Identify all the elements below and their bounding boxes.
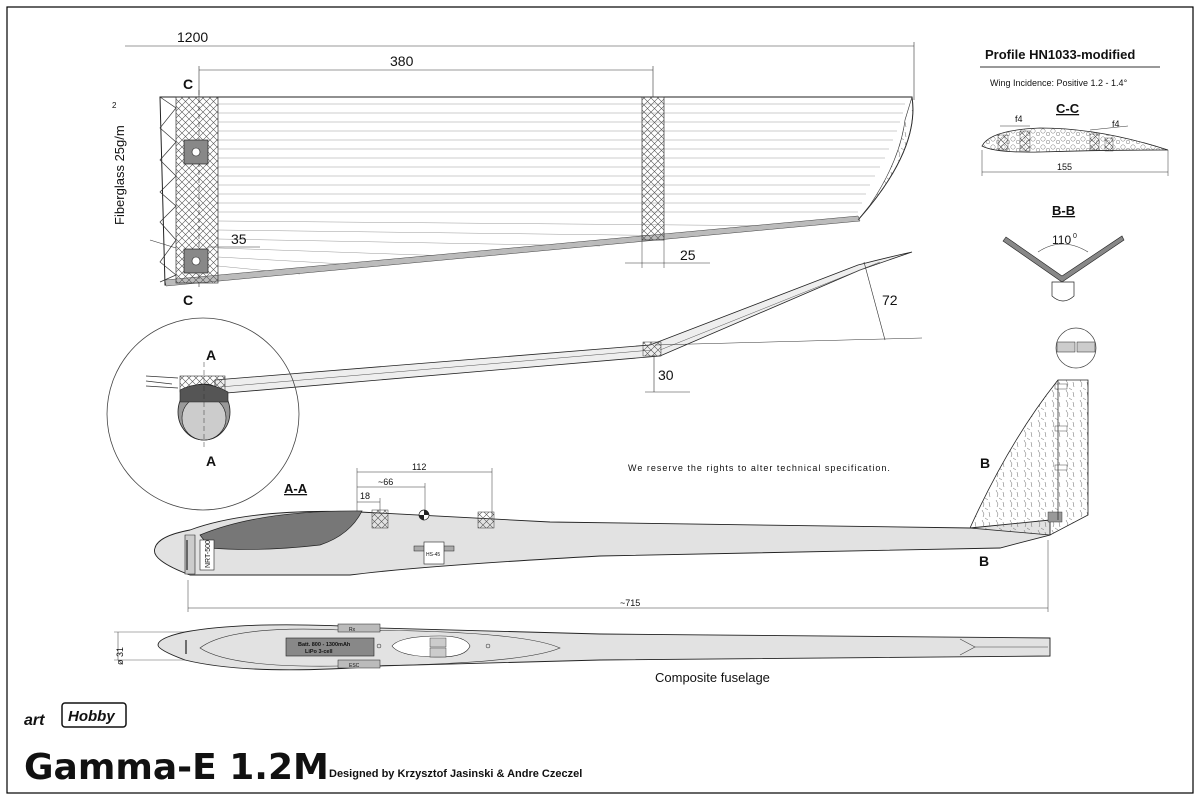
dim-25-label: 25 <box>680 247 696 263</box>
fuselage-caption: Composite fuselage <box>655 670 770 685</box>
v-tail-fin <box>969 379 1089 536</box>
dihedral-joint <box>642 341 662 357</box>
section-b-top: B <box>980 455 990 471</box>
esc <box>337 659 381 669</box>
hobby-logo <box>61 702 127 728</box>
v-angle-label: 110 <box>1052 233 1071 247</box>
brand-hobby: Hobby <box>68 708 115 725</box>
wing-ribs <box>217 103 905 275</box>
f4-left: f4 <box>1015 114 1023 124</box>
fiberglass-zigzag-detail <box>145 375 179 389</box>
dim-30-label: 30 <box>658 367 674 383</box>
profile-title: Profile HN1033-modified <box>985 47 1135 62</box>
diameter-label: ø 31 <box>115 647 125 665</box>
servo <box>423 541 445 565</box>
servo-label: HS-45 <box>426 552 440 558</box>
section-aa-label: A-A <box>284 481 308 496</box>
dim-18-label: 18 <box>360 491 370 501</box>
fiberglass-superscript: 2 <box>112 101 117 110</box>
wing-incidence: Wing Incidence: Positive 1.2 - 1.4° <box>990 78 1128 88</box>
mid-joint-reinforcement <box>641 96 665 241</box>
servo-top <box>429 637 447 648</box>
model-title: Gamma-E 1.2M <box>24 747 329 788</box>
section-a-top: A <box>206 347 216 363</box>
length-label: ~715 <box>620 598 640 608</box>
servo-top <box>429 647 447 658</box>
wing-dihedral-outline <box>214 251 913 395</box>
hinge-detail-circle <box>1055 327 1097 369</box>
v-angle-superscript: 0 <box>1073 233 1077 240</box>
wing-tip-block <box>857 96 914 221</box>
section-cc-label: C-C <box>1056 101 1080 116</box>
f4-right: f4 <box>1112 119 1120 129</box>
profile-panel: Profile HN1033-modified Wing Incidence: … <box>980 47 1169 302</box>
fuselage-side-view: 112 ~66 18 A-A NRT-500 HS-45 <box>154 327 1097 612</box>
brand-art: art <box>24 712 45 729</box>
bolt-hole-icon <box>191 147 201 157</box>
tail-boom-section <box>1051 281 1075 302</box>
motor-label: NRT-500 <box>205 540 212 568</box>
section-a-bottom: A <box>206 453 216 469</box>
receiver <box>337 623 381 633</box>
span-dimension-label: 1200 <box>177 29 208 45</box>
wing-front-view: 72 30 A A <box>106 251 923 511</box>
section-b-bottom: B <box>979 553 989 569</box>
canopy <box>199 510 363 550</box>
bolt-hole-icon <box>191 256 201 266</box>
fuselage-top-body <box>157 624 1051 671</box>
battery-label-1: Batt. 800 - 1300mAh <box>298 642 351 648</box>
fuselage-top-view: Batt. 800 - 1300mAh LiPo 3-cell Rx ESC ø… <box>114 623 1051 685</box>
fiberglass-edge-zigzag <box>159 96 177 283</box>
detail-circle <box>106 317 300 511</box>
dim-66-label: ~66 <box>378 477 393 487</box>
battery-label-2: LiPo 3-cell <box>305 649 333 655</box>
title-block: art Hobby Gamma-E 1.2M Designed by Krzys… <box>24 702 582 788</box>
motor <box>199 539 215 571</box>
wing-bolt-front <box>371 509 389 529</box>
wing-plan-view: 1200 380 <box>112 29 915 308</box>
dim-380-label: 380 <box>390 53 414 69</box>
battery <box>285 637 375 657</box>
section-c-bottom: C <box>183 292 193 308</box>
rx-label: Rx <box>349 627 356 633</box>
fiberglass-label: Fiberglass 25g/m <box>112 125 127 225</box>
section-bb-label: B-B <box>1052 203 1075 218</box>
dim-35-label: 35 <box>231 231 247 247</box>
chord-label: 155 <box>1057 162 1072 172</box>
trailing-edge <box>164 215 861 287</box>
wing-bolt-rear <box>477 511 495 529</box>
esc-label: ESC <box>349 663 360 669</box>
section-c-top: C <box>183 76 193 92</box>
dim-72-label: 72 <box>882 292 898 308</box>
designer-credit: Designed by Krzysztof Jasinski & Andre C… <box>329 768 582 780</box>
rights-notice: We reserve the rights to alter technical… <box>628 463 891 473</box>
dim-112-label: 112 <box>412 462 426 472</box>
